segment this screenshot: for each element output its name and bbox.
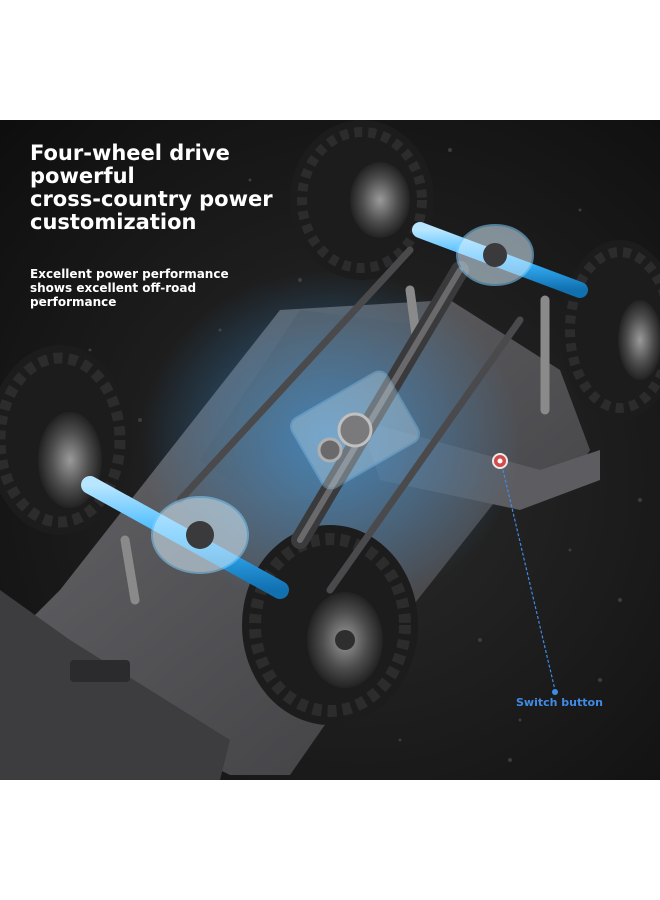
switch-button-icon — [492, 453, 508, 469]
rear-axle — [412, 222, 588, 298]
wheel-rear-left — [290, 120, 434, 280]
rc-car-chassis-illustration — [0, 120, 660, 780]
callout-dot — [552, 689, 558, 695]
callout-line — [502, 469, 556, 691]
subheadline-line: performance — [30, 295, 117, 309]
front-bumper — [0, 590, 230, 780]
product-photo — [0, 120, 660, 780]
switch-button-label: Switch button — [516, 696, 603, 709]
subheadline-line: shows excellent off-road — [30, 281, 197, 295]
headline-line: powerful — [30, 164, 135, 188]
headline-line: cross-country power — [30, 187, 273, 211]
headline-line: Four-wheel drive — [30, 141, 230, 165]
wheel-front-right — [242, 525, 418, 725]
gearbox — [290, 370, 420, 490]
front-axle — [81, 476, 289, 599]
subheadline: Excellent power performance shows excell… — [30, 267, 229, 309]
bumper-block — [70, 660, 130, 682]
driveshaft — [176, 246, 524, 594]
headline-line: customization — [30, 210, 197, 234]
headline: Four-wheel drive powerful cross-country … — [30, 142, 273, 234]
subheadline-line: Excellent power performance — [30, 267, 229, 281]
